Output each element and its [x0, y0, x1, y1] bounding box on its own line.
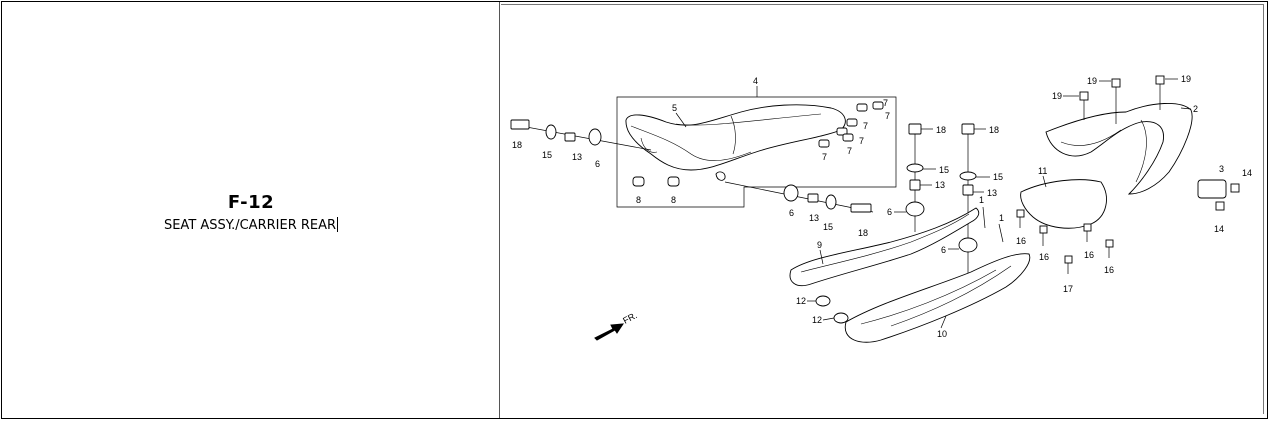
callout-12-a: 12	[796, 296, 806, 306]
callout-18-col-b: 18	[989, 125, 999, 135]
callout-12-b: 12	[812, 315, 822, 325]
callout-19-c: 19	[1181, 74, 1191, 84]
diagram-border-top	[501, 4, 1263, 5]
middle-bolt-assembly	[724, 181, 874, 213]
callout-9: 9	[817, 240, 822, 250]
callout-17: 17	[1063, 284, 1073, 294]
front-direction-label: FR.	[621, 310, 638, 326]
callout-18-front: 18	[512, 140, 522, 150]
callout-8-b: 8	[671, 195, 676, 205]
carrier-bolt-parts	[1079, 75, 1165, 124]
callout-7-d: 7	[859, 136, 864, 146]
callout-7-e: 7	[822, 152, 827, 162]
grommet-parts	[815, 295, 849, 324]
callout-15-col-a: 15	[939, 165, 949, 175]
callout-7-f: 7	[847, 146, 852, 156]
pin-parts	[982, 206, 1004, 243]
callout-16-a: 16	[1016, 236, 1026, 246]
carrier-mount-stack-left	[905, 123, 925, 232]
callout-15-mid: 15	[823, 222, 833, 232]
callout-16-b: 16	[1039, 252, 1049, 262]
callout-4: 4	[753, 76, 758, 86]
callout-1-a: 1	[979, 195, 984, 205]
seat-group-bracket	[616, 86, 897, 208]
callout-5: 5	[672, 103, 677, 113]
small-bolt-parts	[1016, 209, 1114, 274]
callout-15-front: 15	[542, 150, 552, 160]
callout-19-b: 19	[1087, 76, 1097, 86]
callout-2: 2	[1193, 104, 1198, 114]
seat-cushion-parts	[632, 176, 680, 187]
rear-carrier-part	[1045, 102, 1193, 195]
seat-rubber-parts	[818, 101, 884, 148]
callout-8-a: 8	[636, 195, 641, 205]
section-code: F-12	[227, 192, 275, 213]
parts-diagram: FR. 4 5 18 15 13 6 8 8 7 7 7 7 7 7 6	[510, 74, 1252, 343]
callout-13-front: 13	[572, 152, 582, 162]
callout-15-col-b: 15	[993, 172, 1003, 182]
callout-18-col-a: 18	[936, 125, 946, 135]
callout-13-col-b: 13	[987, 188, 997, 198]
callout-labels: 4 5 18 15 13 6 8 8 7 7 7 7 7 7 6 13 15 1…	[512, 74, 1252, 339]
side-frame-part	[789, 207, 980, 287]
section-title-text: SEAT ASSY./CARRIER REAR	[163, 218, 337, 233]
front-bolt-assembly	[510, 119, 652, 151]
callout-16-d: 16	[1104, 265, 1114, 275]
front-direction-arrow: FR.	[594, 310, 639, 341]
diagram-cell: FR. 4 5 18 15 13 6 8 8 7 7 7 7 7 7 6	[501, 2, 1267, 418]
section-info-cell: F-12 SEAT ASSY./CARRIER REAR	[2, 2, 500, 418]
text-caret	[337, 217, 339, 232]
callout-6-mid: 6	[789, 208, 794, 218]
rear-cover-part	[1020, 179, 1107, 229]
lock-parts	[1197, 179, 1240, 211]
callout-3: 3	[1219, 164, 1224, 174]
callout-13-col-a: 13	[935, 180, 945, 190]
callout-18-mid: 18	[858, 228, 868, 238]
callout-19-a: 19	[1052, 91, 1062, 101]
callout-16-c: 16	[1084, 250, 1094, 260]
callout-6-front: 6	[595, 159, 600, 169]
callout-6-col-b: 6	[941, 245, 946, 255]
callout-7-b: 7	[885, 111, 890, 121]
callout-11: 11	[1038, 166, 1047, 176]
callout-10: 10	[937, 329, 947, 339]
carrier-mount-stack-right	[958, 123, 978, 282]
callout-7-a: 7	[883, 98, 888, 108]
callout-7-c: 7	[863, 121, 868, 131]
callout-13-mid: 13	[809, 213, 819, 223]
side-cover-part	[844, 253, 1031, 343]
callout-6-col-a: 6	[887, 207, 892, 217]
diagram-border-right	[1263, 4, 1264, 414]
section-title: SEAT ASSY./CARRIER REAR	[2, 217, 500, 233]
callout-14-a: 14	[1242, 168, 1252, 178]
callout-14-b: 14	[1214, 224, 1224, 234]
seat-part	[625, 104, 846, 181]
callout-1-b: 1	[999, 213, 1004, 223]
